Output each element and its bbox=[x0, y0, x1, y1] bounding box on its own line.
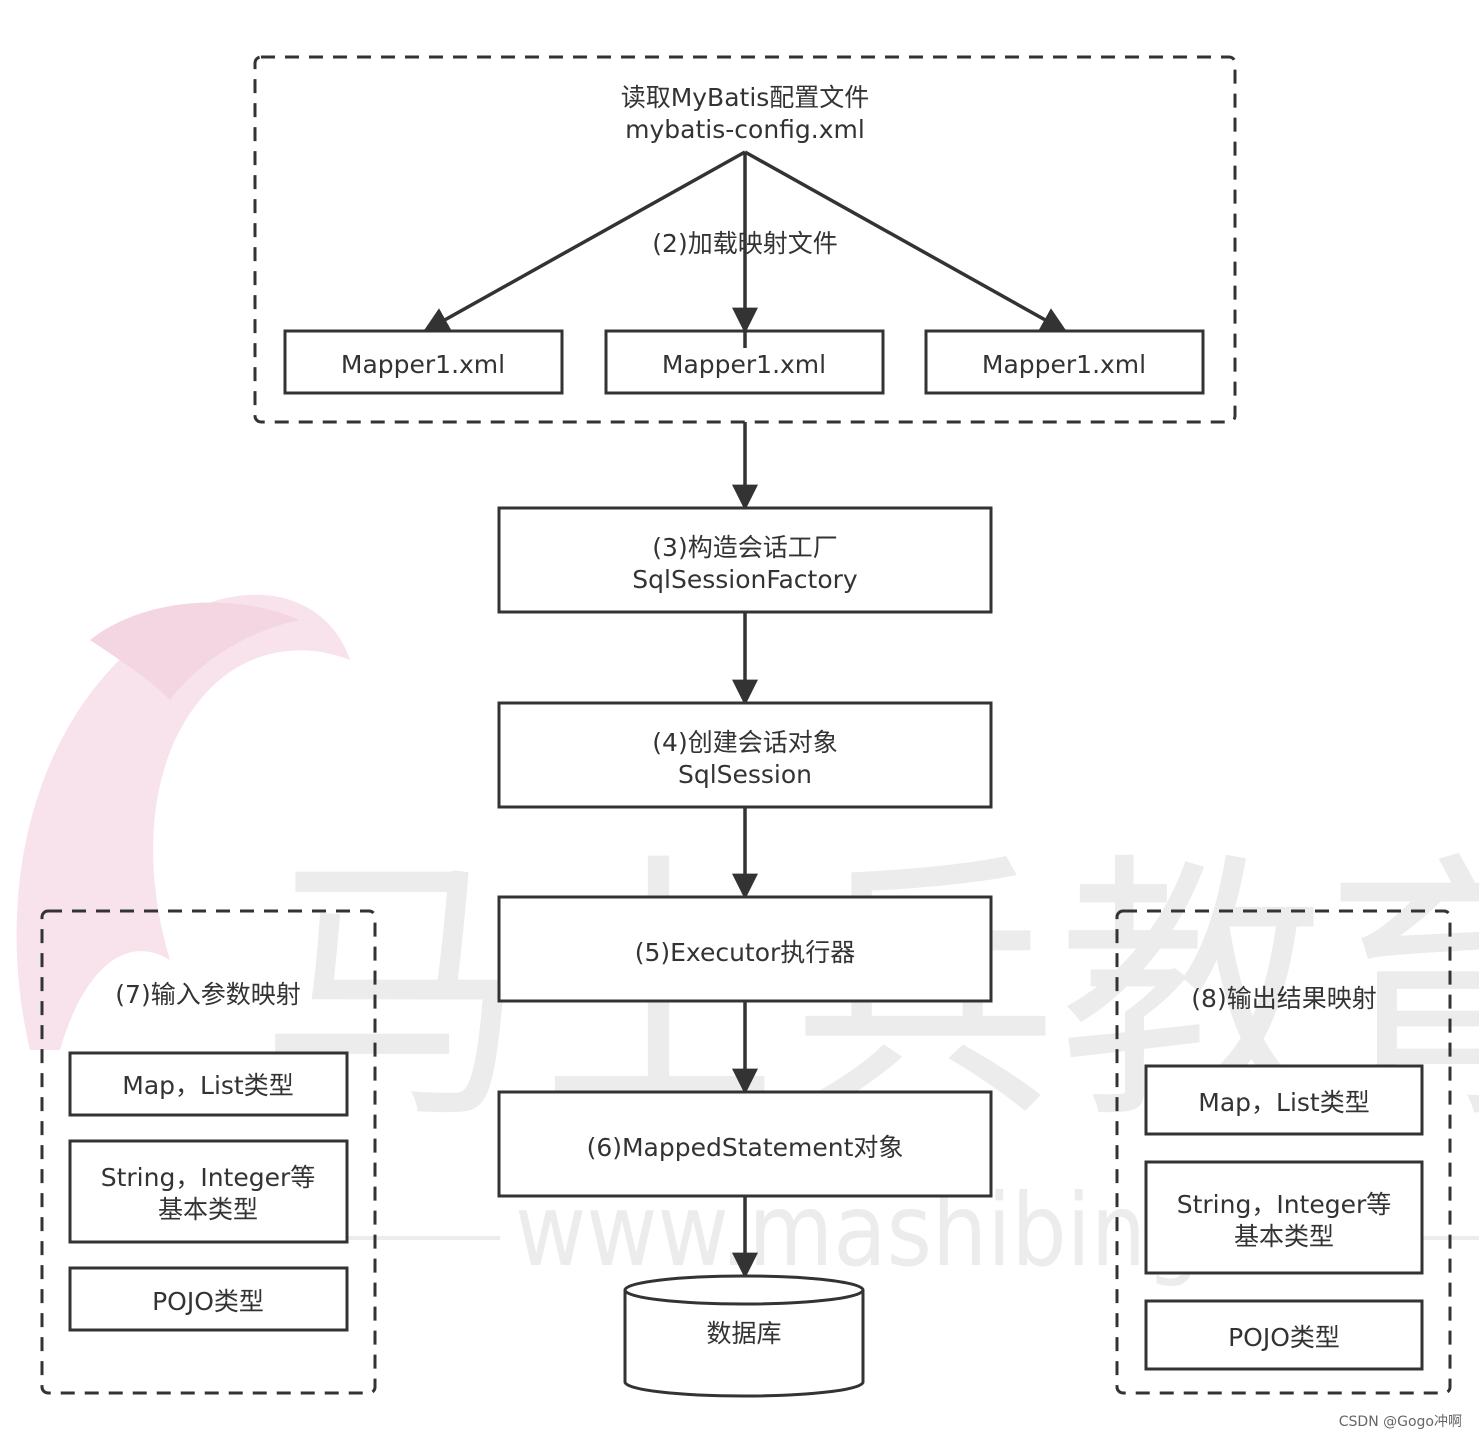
database-top bbox=[623, 1274, 865, 1306]
input-item-1-line-1: Map，List类型 bbox=[122, 1071, 293, 1100]
mapped-statement-label: (6)MappedStatement对象 bbox=[587, 1133, 904, 1162]
session-class-name: SqlSession bbox=[678, 760, 812, 789]
load-mapping-label: (2)加载映射文件 bbox=[652, 229, 837, 258]
output-item-1-line-1: Map，List类型 bbox=[1198, 1088, 1369, 1117]
factory-title: (3)构造会话工厂 bbox=[652, 533, 837, 562]
database-label: 数据库 bbox=[706, 1319, 781, 1348]
mapper-label-1: Mapper1.xml bbox=[341, 350, 505, 379]
output-item-box-1 bbox=[1144, 1064, 1424, 1136]
input-item-3-line-1: POJO类型 bbox=[152, 1287, 264, 1316]
mapped-statement-box bbox=[497, 1090, 993, 1198]
output-item-3-line-1: POJO类型 bbox=[1228, 1323, 1340, 1352]
mapper-box-1 bbox=[283, 329, 564, 395]
input-item-box-1 bbox=[68, 1051, 349, 1117]
input-item-2-line-1: String，Integer等 bbox=[101, 1163, 316, 1192]
output-item-2-line-1: String，Integer等 bbox=[1177, 1190, 1392, 1219]
load-arrow-right bbox=[744, 150, 1068, 333]
input-item-2-line-2: 基本类型 bbox=[158, 1195, 258, 1224]
database-cylinder: 数据库 bbox=[623, 1274, 865, 1398]
input-mapping-group: (7)输入参数映射 Map，List类型 String，Integer等 基本类… bbox=[40, 909, 377, 1395]
watermark-logo-shape bbox=[16, 594, 351, 1050]
credit-text: CSDN @Gogo冲啊 bbox=[1339, 1414, 1462, 1430]
mapper-label-2: Mapper1.xml bbox=[662, 350, 826, 379]
mapper-box-3 bbox=[924, 329, 1205, 395]
session-box bbox=[497, 701, 993, 809]
input-item-box-2 bbox=[68, 1139, 349, 1244]
output-mapping-title: (8)输出结果映射 bbox=[1191, 984, 1376, 1013]
load-arrow-left bbox=[422, 150, 746, 333]
database-body bbox=[623, 1290, 865, 1398]
output-mapping-group: (8)输出结果映射 Map，List类型 String，Integer等 基本类… bbox=[1115, 909, 1452, 1395]
input-mapping-border bbox=[40, 909, 377, 1395]
output-mapping-border bbox=[1115, 909, 1452, 1395]
watermark-logo-accent bbox=[90, 602, 300, 700]
factory-box bbox=[497, 506, 993, 614]
config-group-border bbox=[253, 55, 1237, 424]
config-group: 读取MyBatis配置文件 mybatis-config.xml (2)加载映射… bbox=[253, 55, 1237, 424]
session-title: (4)创建会话对象 bbox=[652, 728, 837, 757]
input-mapping-title: (7)输入参数映射 bbox=[115, 980, 300, 1009]
output-item-box-3 bbox=[1144, 1299, 1424, 1371]
output-item-2-line-2: 基本类型 bbox=[1234, 1222, 1334, 1251]
input-item-box-3 bbox=[68, 1266, 349, 1332]
mapper-label-3: Mapper1.xml bbox=[982, 350, 1146, 379]
executor-label: (5)Executor执行器 bbox=[635, 938, 856, 967]
factory-class-name: SqlSessionFactory bbox=[632, 565, 858, 594]
output-item-box-2 bbox=[1144, 1160, 1424, 1275]
executor-box bbox=[497, 895, 993, 1003]
config-filename: mybatis-config.xml bbox=[625, 115, 865, 144]
config-title: 读取MyBatis配置文件 bbox=[621, 83, 870, 112]
